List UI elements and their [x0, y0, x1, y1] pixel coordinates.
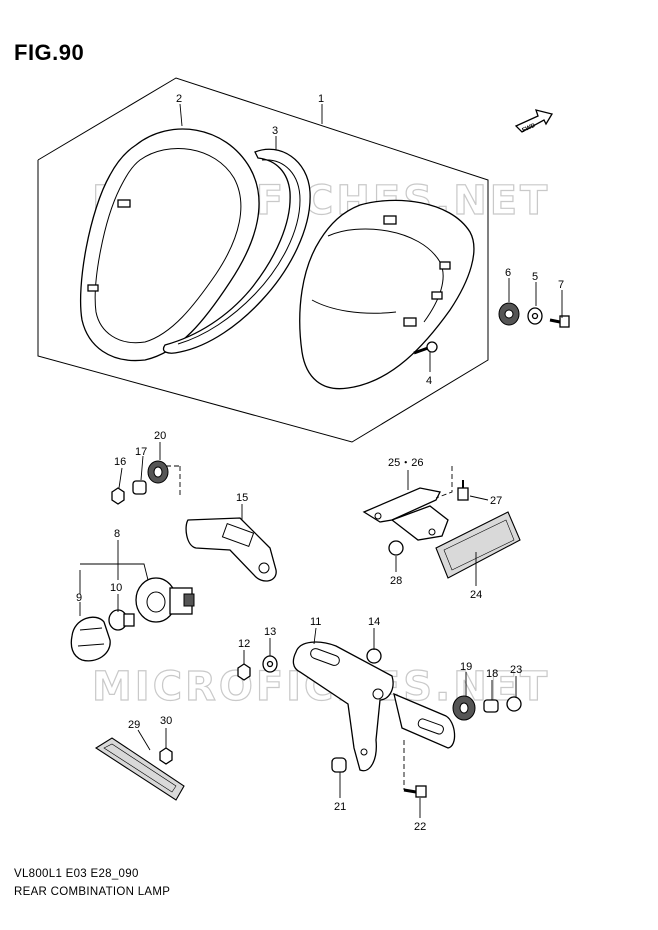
- model-code: VL800L1 E03 E28_090: [14, 868, 139, 880]
- bracket-15-part: [166, 465, 277, 582]
- cap-21-part: [331, 757, 347, 773]
- callout-20: 20: [154, 430, 166, 442]
- washer-5-part: [527, 307, 543, 325]
- lens-9-part: [70, 616, 111, 662]
- callout-17: 17: [135, 446, 147, 458]
- bracket-25-26-part: [362, 466, 453, 541]
- lens-frame-part: [79, 128, 260, 362]
- bracket-11-part: [292, 641, 456, 790]
- nut-12-part: [237, 663, 251, 681]
- figure-name: REAR COMBINATION LAMP: [14, 886, 171, 898]
- callout-29: 29: [128, 719, 140, 731]
- callout-2: 2: [176, 93, 182, 105]
- lamp-body-part: [299, 199, 475, 390]
- bulb-10-part: [108, 609, 135, 631]
- figure-title: FIG.90: [14, 40, 85, 65]
- callout-28: 28: [390, 575, 402, 587]
- callout-11: 11: [310, 616, 321, 628]
- washer-13-part: [262, 655, 278, 673]
- callout-12: 12: [238, 638, 250, 650]
- socket-8-part: [135, 577, 195, 623]
- reflector-24-part: [435, 511, 521, 579]
- callout-18: 18: [486, 668, 498, 680]
- callout-3: 3: [272, 125, 278, 137]
- callout-8: 8: [114, 528, 120, 540]
- fwd-arrow-icon: FWD: [514, 109, 554, 134]
- callout-16: 16: [114, 456, 126, 468]
- leader-lines: [79, 103, 563, 818]
- fwd-label: FWD: [522, 123, 538, 134]
- gasket-part: [162, 148, 311, 354]
- grommet-20-part: [147, 460, 169, 484]
- callout-25-26: 25・26: [388, 457, 423, 469]
- bolt-7-part: [549, 315, 570, 328]
- callout-19: 19: [460, 661, 472, 673]
- spacer-18-part: [483, 699, 499, 713]
- reflector-29-part: [94, 737, 185, 801]
- callout-27: 27: [490, 495, 502, 507]
- assembly-box: [37, 77, 489, 443]
- callout-9: 9: [76, 592, 82, 604]
- callout-13: 13: [264, 626, 276, 638]
- callout-22: 22: [414, 821, 426, 833]
- callout-5: 5: [532, 271, 538, 283]
- callout-24: 24: [470, 589, 482, 601]
- nut-16-part: [111, 487, 125, 505]
- grommet-19-part: [452, 695, 476, 721]
- screw-27-part: [457, 480, 469, 501]
- bolt-22-part: [403, 785, 427, 798]
- callout-15: 15: [236, 492, 248, 504]
- callout-23: 23: [510, 664, 522, 676]
- callout-21: 21: [334, 801, 346, 813]
- callout-7: 7: [558, 279, 564, 291]
- callout-4: 4: [426, 375, 432, 387]
- callout-1: 1: [318, 93, 324, 105]
- spacer-17-part: [132, 480, 147, 495]
- callout-6: 6: [505, 267, 511, 279]
- nut-14-part: [366, 648, 382, 664]
- nut-30-part: [159, 747, 173, 765]
- callout-10: 10: [110, 582, 122, 594]
- callout-14: 14: [368, 616, 380, 628]
- nut-28-part: [388, 540, 404, 556]
- callout-30: 30: [160, 715, 172, 727]
- callout-labels: 1 2 3 4 5 6 7 8 9 10 11 12 13 14 15 16 1…: [76, 93, 564, 833]
- grommet-6-part: [498, 302, 520, 326]
- nut-23-part: [506, 696, 522, 712]
- screw-4-part: [413, 341, 438, 355]
